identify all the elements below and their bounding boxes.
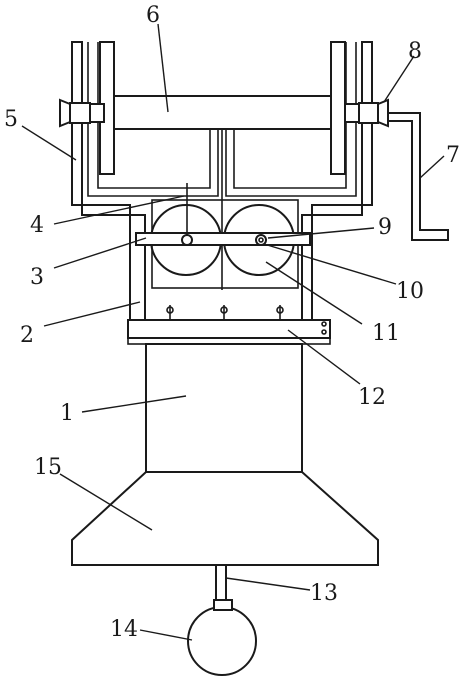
right-shaft-end xyxy=(344,103,360,123)
guide-dot-2 xyxy=(321,329,327,335)
ball-weight xyxy=(187,606,257,676)
label-4: 4 xyxy=(30,213,44,238)
label-7: 7 xyxy=(446,143,460,168)
leader-12 xyxy=(287,329,361,385)
label-10: 10 xyxy=(396,279,424,304)
label-6: 6 xyxy=(146,3,160,28)
right-upright xyxy=(330,41,346,175)
label-15: 15 xyxy=(34,455,62,480)
leader-10 xyxy=(263,243,397,285)
top-shaft xyxy=(113,95,332,130)
guide-hook-head-1 xyxy=(166,306,174,314)
base-skirt xyxy=(71,471,379,566)
right-nut-body xyxy=(358,102,379,124)
leader-2 xyxy=(43,301,141,327)
left-bolt xyxy=(181,234,193,246)
right-bolt-inner xyxy=(258,237,264,243)
label-2: 2 xyxy=(20,323,34,348)
label-5: 5 xyxy=(4,107,18,132)
leader-3 xyxy=(53,237,147,269)
label-9: 9 xyxy=(378,215,392,240)
leader-9 xyxy=(267,227,375,239)
left-shaft-end xyxy=(89,103,105,123)
leader-1 xyxy=(81,395,187,413)
left-nut-body xyxy=(69,102,91,124)
label-1: 1 xyxy=(60,401,74,426)
guide-hook-head-2 xyxy=(220,306,228,314)
leader-15 xyxy=(59,473,153,531)
leader-13 xyxy=(225,577,311,591)
main-body xyxy=(145,343,303,473)
label-11: 11 xyxy=(372,321,400,346)
guide-hook-head-3 xyxy=(276,306,284,314)
clamp-plate xyxy=(135,232,311,246)
label-14: 14 xyxy=(110,617,138,642)
right-nut xyxy=(377,98,389,128)
leader-4 xyxy=(53,195,185,225)
guide-dot-1 xyxy=(321,321,327,327)
ball-collar xyxy=(213,599,233,611)
leader-14 xyxy=(139,629,193,641)
leader-11 xyxy=(265,261,363,325)
right-bolt xyxy=(255,234,267,246)
leader-5 xyxy=(21,125,77,161)
leader-8 xyxy=(383,55,415,103)
label-8: 8 xyxy=(408,39,422,64)
leader-7 xyxy=(419,155,445,179)
label-3: 3 xyxy=(30,265,44,290)
label-13: 13 xyxy=(310,581,338,606)
label-12: 12 xyxy=(358,385,386,410)
leader-6 xyxy=(157,23,169,113)
crank-handle xyxy=(387,112,449,241)
guide-block xyxy=(127,319,331,339)
left-nut xyxy=(59,98,71,128)
